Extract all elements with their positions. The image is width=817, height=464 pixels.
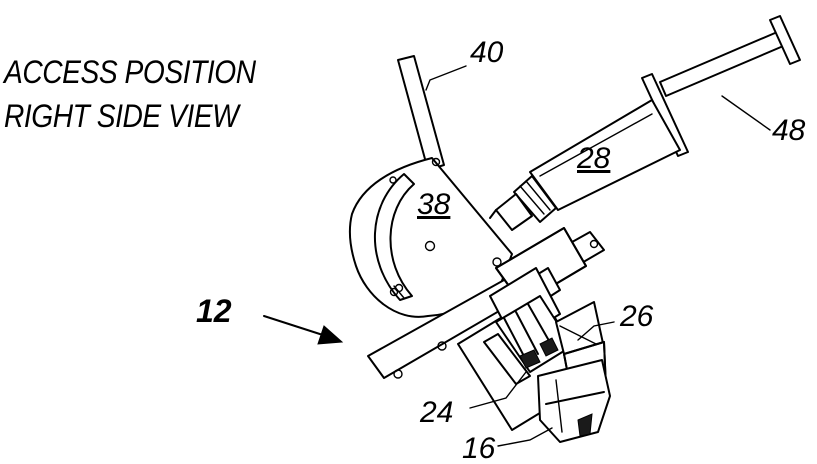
ref-48: 48	[772, 114, 806, 147]
ref-24: 24	[419, 396, 453, 429]
ref-26: 26	[619, 300, 654, 333]
ref-12: 12	[196, 293, 232, 329]
title-line-2: RIGHT SIDE VIEW	[4, 98, 239, 134]
ref-38: 38	[417, 188, 451, 221]
leader-lines	[425, 65, 771, 447]
ref-28: 28	[576, 142, 611, 175]
ref-40: 40	[470, 36, 504, 69]
tank-hub-16	[537, 359, 611, 443]
arrow-12	[263, 315, 344, 345]
syringe-28	[489, 15, 801, 231]
bracket-plate-38	[348, 157, 513, 318]
title-line-1: ACCESS POSITION	[4, 54, 256, 90]
handle-40	[397, 55, 445, 171]
ref-16: 16	[462, 432, 496, 464]
valve-insert-24	[483, 267, 573, 385]
